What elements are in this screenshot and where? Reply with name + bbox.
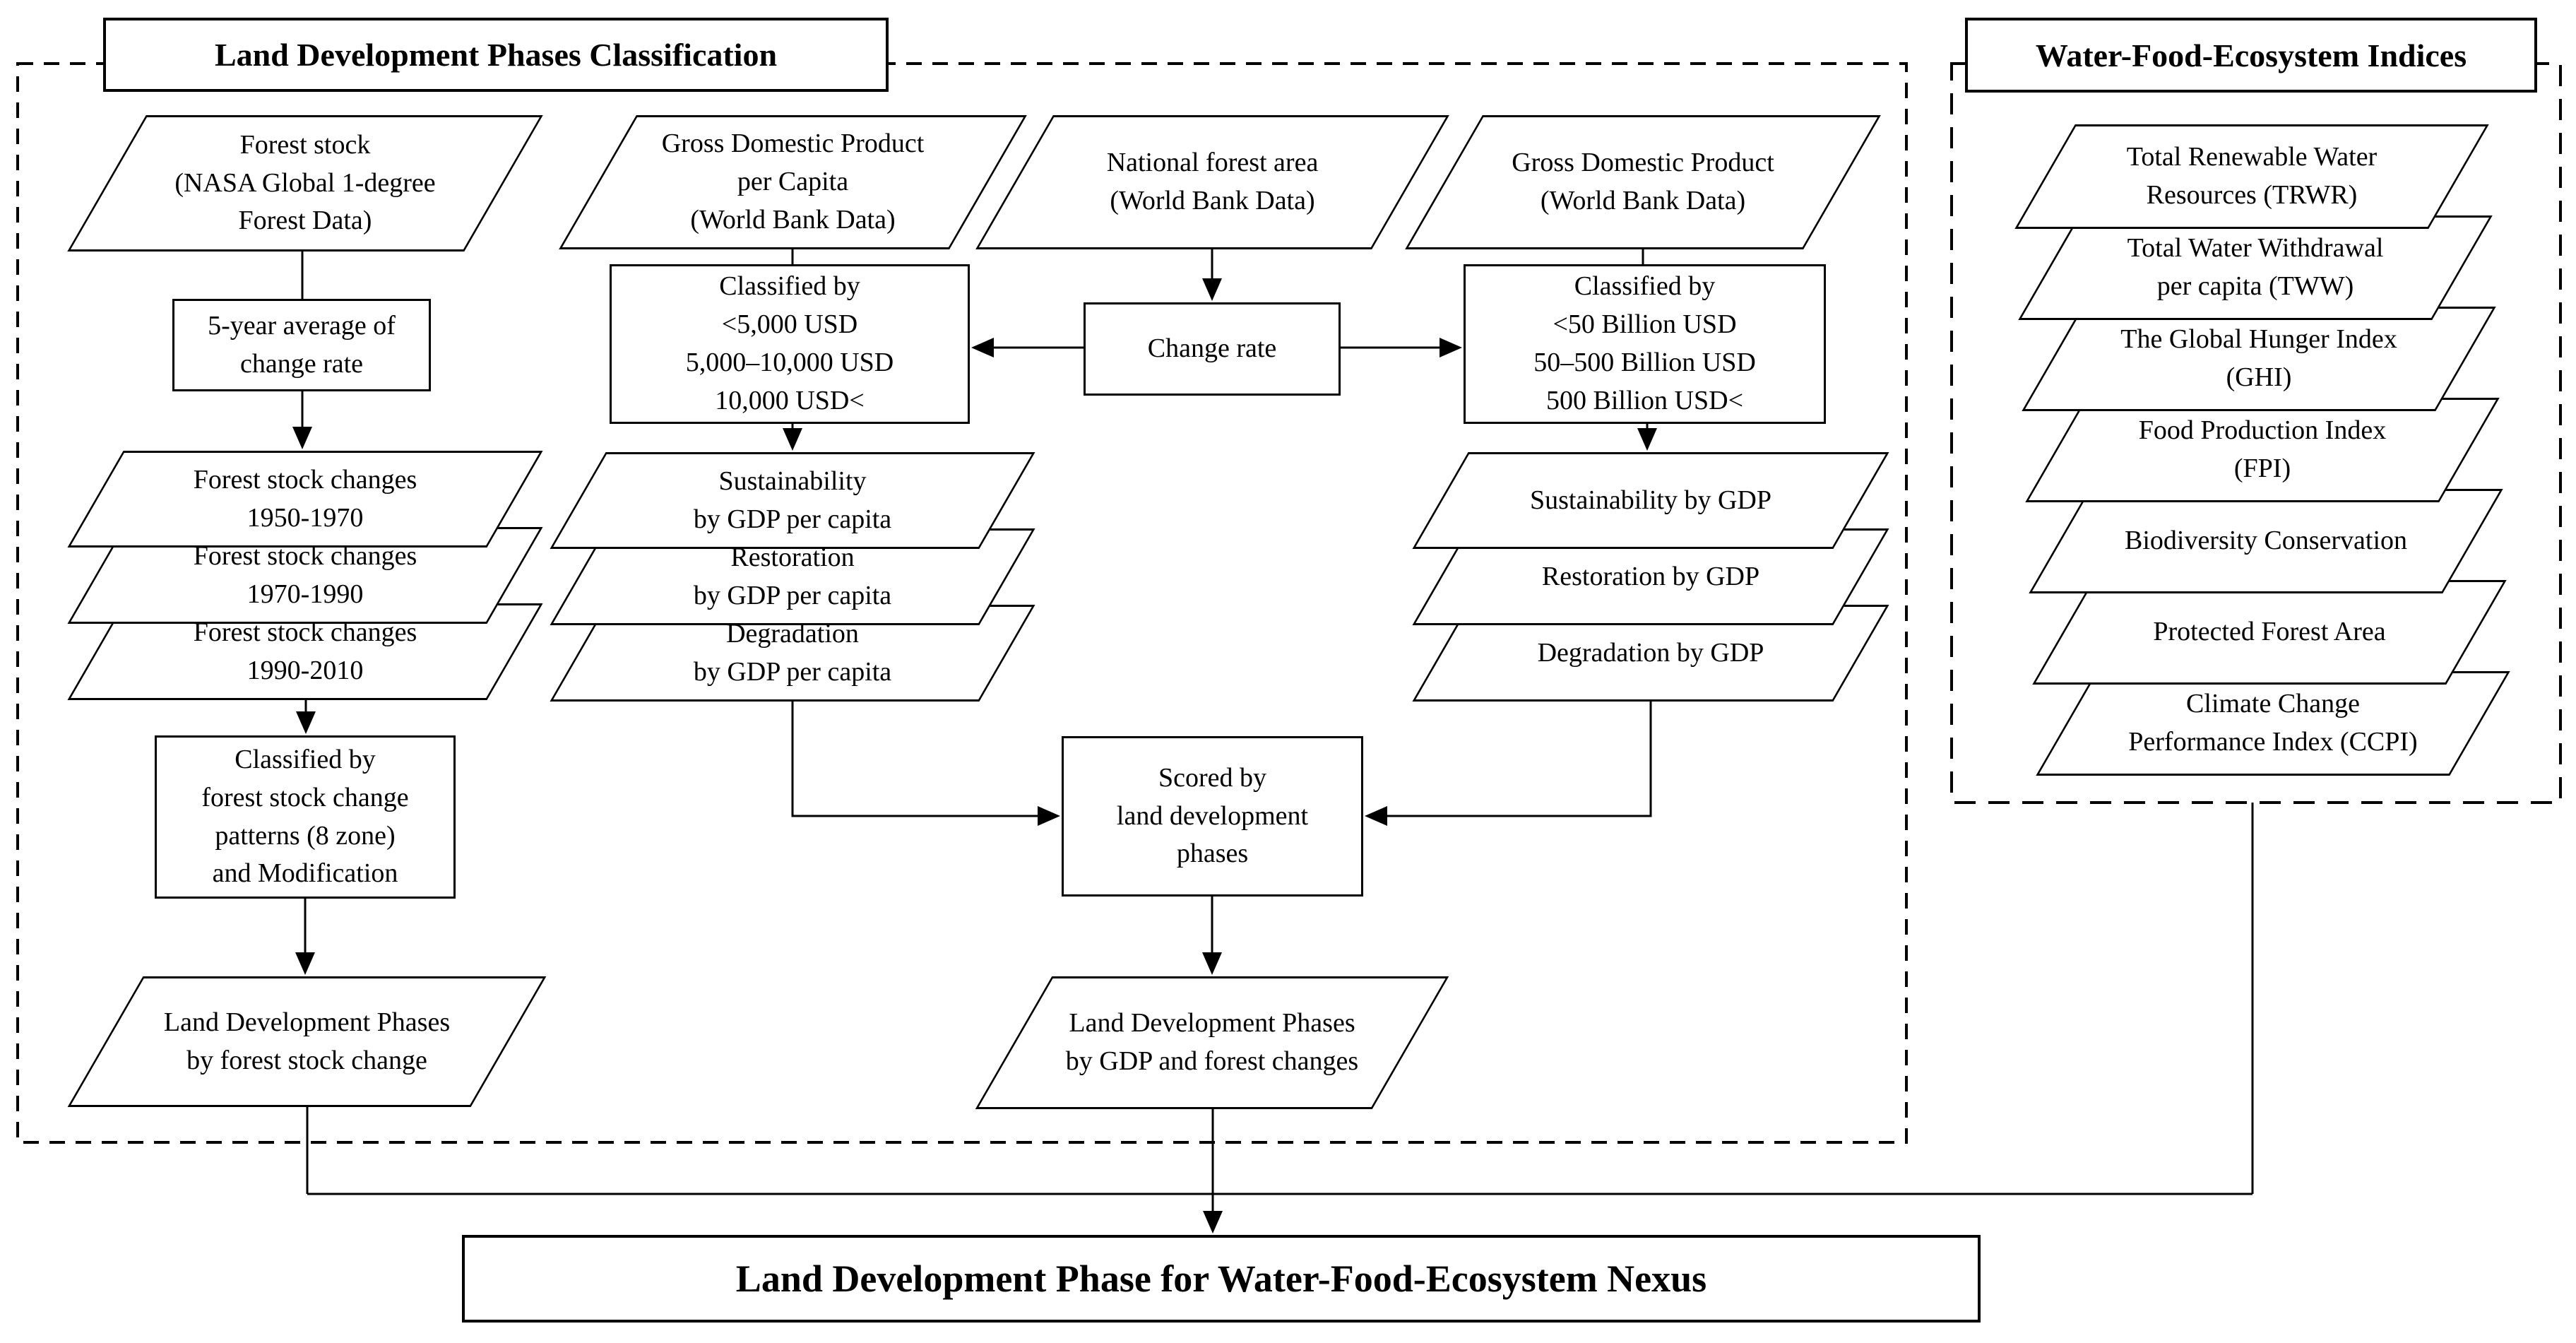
node-line: Sustainability [718, 466, 867, 496]
left-section-frame [16, 62, 1908, 1144]
node-line: Sustainability by GDP [1529, 485, 1772, 515]
node-line: Land Development Phases [1069, 1008, 1355, 1039]
node-line: (World Bank Data) [690, 204, 896, 235]
node-line: The Global Hunger Index [2120, 324, 2397, 355]
node-line: Total Water Withdrawal [2127, 233, 2384, 264]
node-line: Food Production Index [2138, 415, 2387, 446]
node-forest-stock-changes-1950-1970: Forest stock changes 1950-1970 [67, 451, 543, 548]
node-scored-by-phases: Scored by land development phases [1062, 736, 1363, 897]
node-sustainability-by-gdp-per-capita: Sustainability by GDP per capita [550, 452, 1035, 549]
node-national-forest-area: National forest area (World Bank Data) [975, 115, 1449, 249]
node-line: Performance Index (CCPI) [2128, 727, 2418, 757]
node-line: (GHI) [2226, 362, 2292, 392]
node-line: land development [1116, 800, 1309, 831]
node-change-rate: Change rate [1084, 302, 1341, 396]
node-line: change rate [239, 348, 364, 379]
node-line: Gross Domestic Product [661, 129, 925, 159]
node-line: Biodiversity Conservation [2124, 526, 2408, 556]
node-line: 1970-1990 [247, 579, 364, 609]
node-line: forest stock change [201, 782, 409, 812]
node-forest-stock: Forest stock (NASA Global 1-degree Fores… [67, 115, 543, 252]
node-line: by GDP and forest changes [1065, 1046, 1359, 1076]
node-ccpi: Climate Change Performance Index (CCPI) [2036, 671, 2510, 776]
node-ghi: The Global Hunger Index (GHI) [2022, 307, 2496, 411]
node-line: per Capita [737, 167, 849, 197]
node-classified-by-gdp: Classified by <50 Billion USD 50–500 Bil… [1464, 264, 1826, 424]
node-classified-patterns: Classified by forest stock change patter… [155, 735, 456, 899]
node-line: Climate Change [2186, 689, 2360, 719]
node-gdp: Gross Domestic Product (World Bank Data) [1405, 115, 1881, 249]
node-line: <5,000 USD [721, 309, 858, 340]
node-line: <50 Billion USD [1553, 309, 1737, 340]
node-trwr: Total Renewable Water Resources (TRWR) [2014, 124, 2489, 229]
node-line: Classified by [235, 744, 376, 774]
node-line: phases [1176, 839, 1249, 869]
right-section-title: Water-Food-Ecosystem Indices [1965, 18, 2537, 93]
node-protected-forest-area: Protected Forest Area [2032, 580, 2507, 685]
node-line: Land Development Phases [163, 1007, 451, 1037]
node-gdp-per-capita: Gross Domestic Product per Capita (World… [559, 115, 1027, 249]
node-line: 1990-2010 [247, 655, 364, 685]
result-banner-text: Land Development Phase for Water-Food-Ec… [735, 1258, 1707, 1300]
node-line: Degradation by GDP [1537, 637, 1764, 668]
node-line: Classified by [719, 271, 860, 302]
node-line: by GDP per capita [693, 504, 892, 534]
right-section-title-text: Water-Food-Ecosystem Indices [2035, 37, 2467, 73]
node-line: Restoration by GDP [1541, 561, 1760, 591]
node-line: (FPI) [2233, 454, 2291, 483]
node-line: (World Bank Data) [1110, 186, 1315, 215]
node-line: Forest stock changes [193, 464, 417, 495]
node-line: Protected Forest Area [2153, 617, 2386, 647]
node-fpi: Food Production Index (FPI) [2025, 398, 2500, 502]
left-section-title-text: Land Development Phases Classification [214, 37, 778, 73]
node-line: National forest area [1106, 148, 1319, 178]
node-line: Forest stock [239, 129, 371, 160]
node-line: by GDP per capita [693, 580, 892, 610]
node-line: Resources (TRWR) [2146, 180, 2358, 210]
node-line: Gross Domestic Product [1512, 148, 1774, 178]
edge-stackcapita-scored [791, 702, 1060, 826]
node-line: patterns (8 zone) [215, 820, 396, 851]
node-ldp-by-gdp-and-forest: Land Development Phases by GDP and fores… [975, 976, 1449, 1109]
left-section-title: Land Development Phases Classification [103, 18, 889, 92]
node-tww: Total Water Withdrawal per capita (TWW) [2018, 215, 2493, 320]
node-line: 500 Billion USD< [1545, 385, 1744, 415]
node-line: (NASA Global 1-degree [174, 167, 436, 198]
node-line: Total Renewable Water [2126, 142, 2378, 172]
node-line: 1950-1970 [247, 502, 364, 533]
result-banner: Land Development Phase for Water-Food-Ec… [462, 1235, 1981, 1323]
right-section-frame [1950, 62, 2562, 804]
node-five-year-average: 5-year average of change rate [172, 299, 431, 391]
edge-stackgdp-scored [1365, 702, 1652, 826]
node-line: 10,000 USD< [715, 385, 865, 415]
node-line: 50–500 Billion USD [1533, 348, 1756, 377]
node-line: (World Bank Data) [1540, 186, 1746, 215]
node-ldp-by-forest-stock-change: Land Development Phases by forest stock … [67, 976, 547, 1107]
node-line: Forest Data) [238, 206, 372, 236]
node-line: Classified by [1574, 271, 1716, 302]
node-line: by forest stock change [186, 1045, 427, 1075]
node-classified-by-gdp-per-capita: Classified by <5,000 USD 5,000–10,000 US… [610, 264, 970, 424]
node-line: 5-year average of [208, 310, 396, 341]
node-line: and Modification [212, 858, 398, 889]
node-sustainability-by-gdp: Sustainability by GDP [1412, 452, 1889, 549]
node-line: by GDP per capita [693, 656, 892, 687]
node-line: Change rate [1147, 333, 1277, 364]
node-line: Scored by [1158, 762, 1267, 793]
node-line: 5,000–10,000 USD [685, 348, 894, 377]
node-line: per capita (TWW) [2156, 271, 2354, 301]
node-biodiversity-conservation: Biodiversity Conservation [2029, 489, 2503, 593]
